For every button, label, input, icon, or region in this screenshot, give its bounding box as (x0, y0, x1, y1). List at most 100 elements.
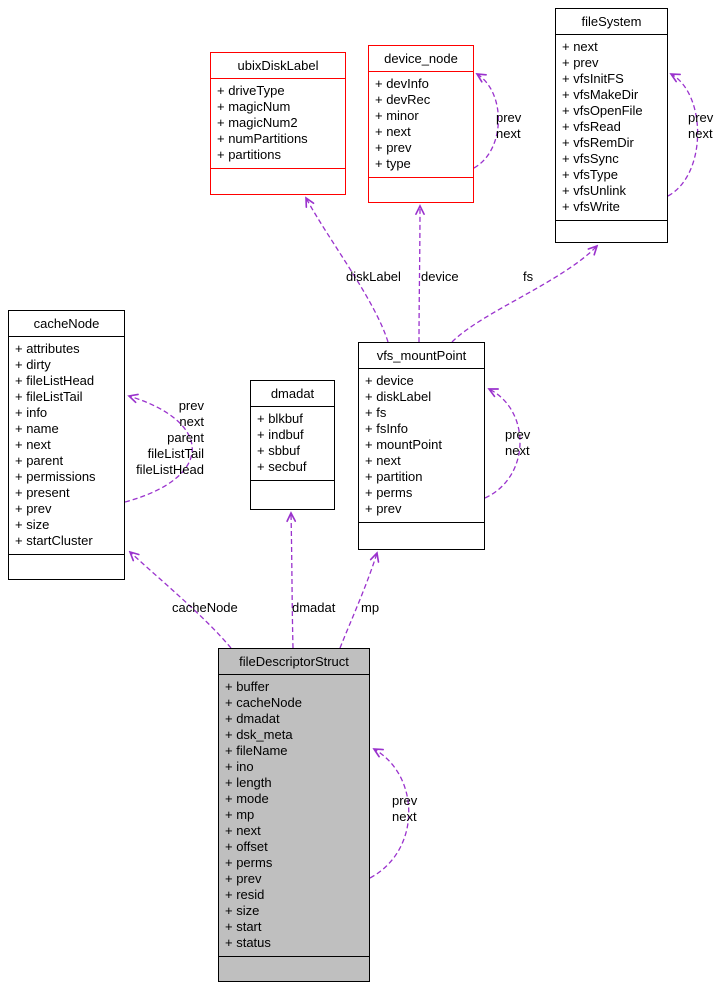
class-field: + name (15, 421, 59, 436)
edge-label: fileListHead (136, 462, 204, 477)
class-field: + next (365, 453, 401, 468)
edge-label: next (392, 809, 417, 824)
class-field: + size (15, 517, 50, 532)
class-field: + fsInfo (365, 421, 408, 436)
edge-label: cacheNode (172, 600, 238, 615)
class-field: + numPartitions (217, 131, 308, 146)
class-field: + resid (225, 887, 265, 902)
class-methods-empty-compartment (369, 177, 473, 202)
class-field: + start (225, 919, 262, 934)
edge-label: dmadat (292, 600, 336, 615)
class-field: + secbuf (257, 459, 307, 474)
edge-fds-to-dmadat (291, 513, 293, 649)
class-field: + dsk_meta (225, 727, 293, 742)
class-field: + status (225, 935, 271, 950)
class-field: + parent (15, 453, 64, 468)
edge-label: prev (505, 427, 531, 442)
class-field: + ino (225, 759, 254, 774)
edge-device-node-self-loop (473, 74, 500, 169)
class-field: + vfsRemDir (562, 135, 634, 150)
class-field: + vfsType (562, 167, 618, 182)
class-field: + sbbuf (257, 443, 301, 458)
class-field: + mountPoint (365, 437, 442, 452)
class-field: + diskLabel (365, 389, 432, 404)
class-field: + info (15, 405, 48, 420)
class-field: + magicNum (217, 99, 291, 114)
class-field: + next (562, 39, 598, 54)
class-field: + partition (365, 469, 423, 484)
class-field: + buffer (225, 679, 270, 694)
class-field: + devInfo (375, 76, 429, 91)
class-field: + prev (375, 140, 412, 155)
class-methods-empty-compartment (211, 168, 345, 194)
class-methods-empty-compartment (359, 522, 484, 549)
class-node-dmadat[interactable]: dmadat+ blkbuf+ indbuf+ sbbuf+ secbuf (250, 380, 335, 510)
class-field: + attributes (15, 341, 80, 356)
edge-label: next (496, 126, 521, 141)
class-field: + length (225, 775, 272, 790)
class-field: + prev (225, 871, 262, 886)
class-field: + prev (562, 55, 599, 70)
class-field: + fileName (225, 743, 288, 758)
edge-label: prev (178, 398, 204, 413)
class-field: + vfsUnlink (562, 183, 626, 198)
edge-label: diskLabel (346, 269, 401, 284)
class-field: + perms (365, 485, 413, 500)
class-methods-empty-compartment (556, 220, 667, 242)
class-methods-empty-compartment (219, 956, 369, 981)
edge-label: prev (688, 110, 714, 125)
class-title: dmadat (251, 381, 334, 407)
edge-mountPoint-to-ubixDiskLabel (306, 198, 389, 343)
class-field: + prev (15, 501, 52, 516)
class-field: + permissions (15, 469, 96, 484)
class-title: device_node (369, 46, 473, 72)
edge-label: next (505, 443, 530, 458)
edge-cacheNode-self-loop (124, 396, 193, 503)
class-field: + partitions (217, 147, 281, 162)
class-title: ubixDiskLabel (211, 53, 345, 79)
class-field: + vfsRead (562, 119, 621, 134)
class-field: + next (375, 124, 411, 139)
edge-fds-to-cacheNode (130, 552, 232, 649)
edge-fds-self-loop (369, 749, 410, 879)
class-methods-empty-compartment (9, 554, 124, 579)
edge-mountPoint-to-fileSystem (451, 246, 597, 343)
class-field: + minor (375, 108, 419, 123)
class-field: + fileListHead (15, 373, 95, 388)
class-fields: + devInfo+ devRec+ minor+ next+ prev+ ty… (369, 72, 473, 177)
class-field: + next (15, 437, 51, 452)
class-field: + perms (225, 855, 273, 870)
class-methods-empty-compartment (251, 480, 334, 509)
class-node-ubixDiskLabel[interactable]: ubixDiskLabel+ driveType+ magicNum+ magi… (210, 52, 346, 195)
edge-vfs-mountPoint-self-loop (484, 389, 521, 499)
class-title: vfs_mountPoint (359, 343, 484, 369)
class-field: + vfsSync (562, 151, 619, 166)
class-field: + fs (365, 405, 387, 420)
class-field: + present (15, 485, 70, 500)
class-node-vfs_mountPoint[interactable]: vfs_mountPoint+ device+ diskLabel+ fs+ f… (358, 342, 485, 550)
class-field: + cacheNode (225, 695, 302, 710)
class-field: + type (375, 156, 411, 171)
edge-label: next (688, 126, 713, 141)
edge-label: next (179, 414, 204, 429)
edge-label: prev (496, 110, 522, 125)
class-fields: + next+ prev+ vfsInitFS+ vfsMakeDir + vfs… (556, 35, 667, 220)
class-node-device_node[interactable]: device_node+ devInfo+ devRec+ minor+ nex… (368, 45, 474, 203)
class-field: + blkbuf (257, 411, 303, 426)
class-field: + next (225, 823, 261, 838)
class-field: + dmadat (225, 711, 280, 726)
class-field: + vfsWrite (562, 199, 620, 214)
edge-label: fs (523, 269, 534, 284)
class-field: + magicNum2 (217, 115, 298, 130)
class-node-cacheNode[interactable]: cacheNode+ attributes+ dirty+ fileListHe… (8, 310, 125, 580)
edge-label: prev (392, 793, 418, 808)
class-field: + fileListTail (15, 389, 83, 404)
class-field: + mode (225, 791, 269, 806)
class-field: + vfsInitFS (562, 71, 624, 86)
edge-fds-to-mountPoint (339, 553, 377, 649)
class-node-fileDescriptorStruct[interactable]: fileDescriptorStruct+ buffer+ cacheNode+… (218, 648, 370, 982)
class-node-fileSystem[interactable]: fileSystem+ next+ prev+ vfsInitFS+ vfsMa… (555, 8, 668, 243)
edge-label: mp (361, 600, 380, 615)
class-field: + vfsMakeDir (562, 87, 639, 102)
